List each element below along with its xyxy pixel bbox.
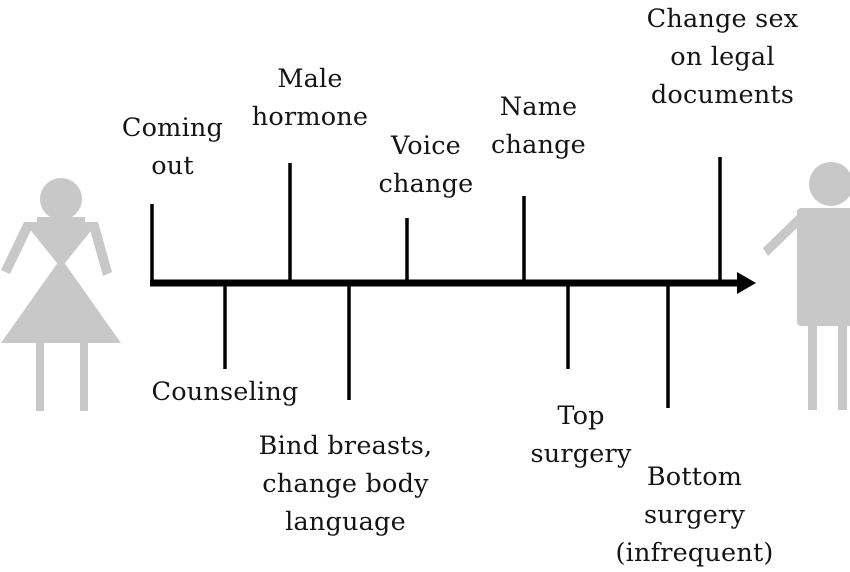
label-top-surgery: Top surgery <box>530 401 632 469</box>
ticks-above <box>150 157 722 283</box>
label-voice-change: Voice change <box>378 131 474 199</box>
label-change-sex-legal: Change sex on legal documents <box>646 4 799 110</box>
label-male-hormone: Male hormone <box>251 64 369 132</box>
male-figure-icon <box>763 162 850 410</box>
label-bind-breasts: Bind breasts, change body language <box>258 431 433 537</box>
ticks-below <box>223 283 670 408</box>
label-coming-out: Coming out <box>121 113 224 181</box>
label-counseling: Counseling <box>151 377 299 407</box>
timeline-arrow <box>150 272 756 294</box>
label-bottom-surgery: Bottom surgery (infrequent) <box>615 462 774 568</box>
female-figure-icon <box>1 178 121 411</box>
label-name-change: Name change <box>491 92 586 160</box>
